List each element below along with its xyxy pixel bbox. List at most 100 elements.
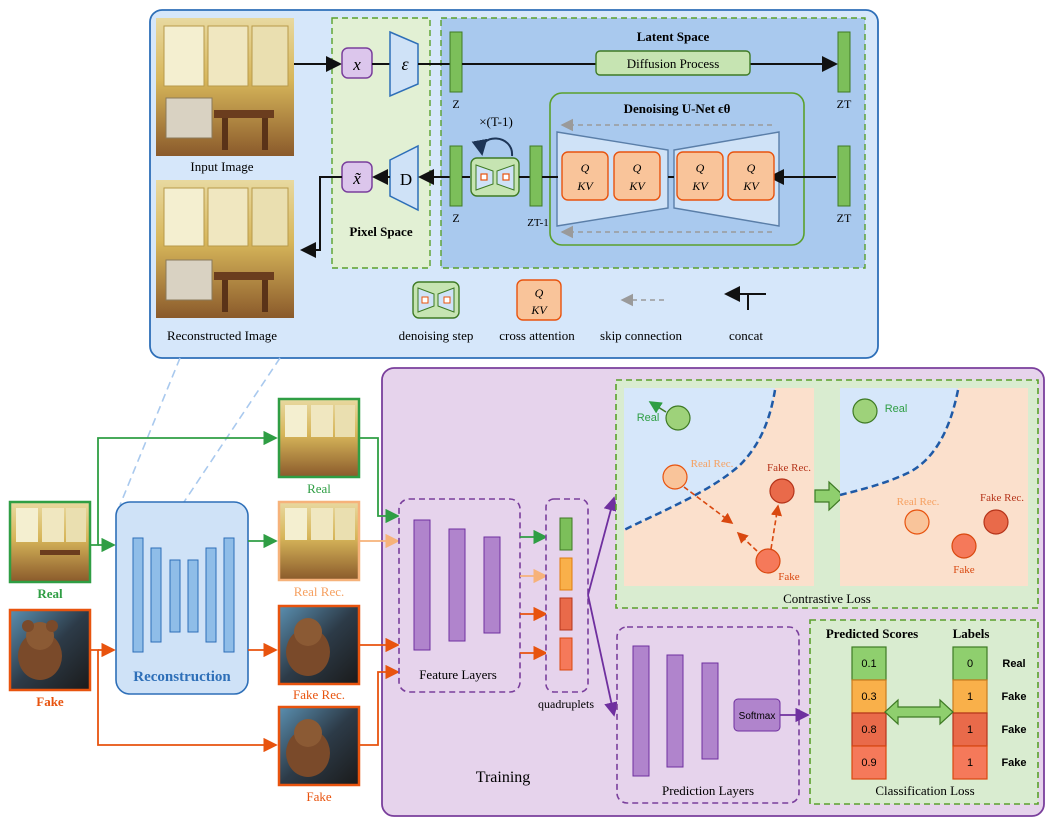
label-name: Fake xyxy=(1001,724,1026,736)
score-cell xyxy=(851,679,887,714)
cl-left-real-arrow xyxy=(648,401,667,414)
cl-right-real-label: Real xyxy=(885,403,908,415)
cl-left-arrow-2 xyxy=(736,531,758,552)
softmax-label: Softmax xyxy=(739,711,776,722)
real-input-label: Real xyxy=(37,586,63,601)
predicted-scores-label: Predicted Scores xyxy=(826,626,918,641)
cl-right-realrec-dot xyxy=(904,509,930,535)
score-value: 0.3 xyxy=(861,691,876,703)
cl-left-fakerec-label: Fake Rec. xyxy=(767,462,811,474)
diffusion-process-label: Diffusion Process xyxy=(627,56,720,71)
label-cell xyxy=(952,745,988,780)
cl-right-fake-label: Fake xyxy=(953,564,975,576)
latent-space-label: Latent Space xyxy=(637,29,710,44)
encoder-symbol: ε xyxy=(401,54,409,74)
denoising-step-icon xyxy=(470,157,520,197)
unet-label: Denoising U-Net ϵθ xyxy=(624,101,731,116)
cl-left-fake-label: Fake xyxy=(778,571,800,583)
zt-top-bar xyxy=(837,31,851,93)
score-value: 0.8 xyxy=(861,724,876,736)
label-value: 1 xyxy=(967,757,973,769)
label-name: Real xyxy=(1002,658,1025,670)
fake-input-label: Fake xyxy=(36,694,64,709)
cl-right-fake-dot xyxy=(951,533,977,559)
score-label-double-arrow xyxy=(884,698,954,726)
label-value: 0 xyxy=(967,658,973,670)
zt-bottom-bar xyxy=(837,145,851,207)
cl-left-real-dot xyxy=(665,405,691,431)
prediction-layers-label: Prediction Layers xyxy=(662,783,754,798)
fake-to-features-arrow xyxy=(359,664,400,746)
zt1-bar xyxy=(529,145,543,207)
cl-left-arrow-3 xyxy=(770,504,782,550)
real-rec-label: Real Rec. xyxy=(294,584,345,599)
qkv-box-4: Q KV xyxy=(727,151,775,201)
real-output-label: Real xyxy=(307,481,331,496)
fake-input-image xyxy=(8,608,92,692)
feature-bar-2 xyxy=(448,528,466,642)
quadruplets-label: quadruplets xyxy=(538,697,594,711)
cl-right-realrec-label: Real Rec. xyxy=(897,496,940,508)
cl-left-realrec-dot xyxy=(662,464,688,490)
quad-realrec xyxy=(559,557,573,591)
z-bottom-bar xyxy=(449,145,463,207)
encoder-trapezoid xyxy=(389,30,419,98)
fake-output-image xyxy=(277,705,361,787)
repeat-label: ×(T-1) xyxy=(479,114,513,129)
score-value: 0.1 xyxy=(861,658,876,670)
cl-left-real-label: Real xyxy=(637,412,660,424)
quad-to-contrastive-arrow xyxy=(587,496,618,596)
svg-text:Q: Q xyxy=(535,286,544,300)
pred-bar-2 xyxy=(666,654,684,768)
recon-bar-3 xyxy=(169,559,181,633)
qkv-box-1: Q KV xyxy=(561,151,609,201)
svg-text:KV: KV xyxy=(530,303,548,317)
z-bottom-label: Z xyxy=(452,211,459,225)
feature-bar-1 xyxy=(413,519,431,651)
recon-bar-1 xyxy=(132,537,144,653)
pixel-space-label: Pixel Space xyxy=(349,224,412,239)
svg-text:Q: Q xyxy=(633,161,642,175)
zt1-label: ZT-1 xyxy=(527,217,549,229)
quad-to-prediction-arrow xyxy=(587,594,619,717)
zt-bottom-label: ZT xyxy=(837,211,852,225)
feature-layers-label: Feature Layers xyxy=(419,667,497,682)
svg-text:KV: KV xyxy=(691,179,709,193)
zoom-line-left xyxy=(119,357,181,506)
recon-bar-6 xyxy=(223,537,235,653)
input-image xyxy=(156,18,294,156)
x-tilde-symbol: x̃ xyxy=(352,169,361,188)
fake-bypass-arrow xyxy=(90,649,278,753)
real-rec-image xyxy=(277,500,361,582)
label-value: 1 xyxy=(967,724,973,736)
svg-text:Q: Q xyxy=(581,161,590,175)
x-symbol: x xyxy=(352,55,361,74)
decoder-symbol: D xyxy=(400,170,412,189)
training-label: Training xyxy=(476,769,531,786)
z-top-label: Z xyxy=(452,97,459,111)
cl-left-fake-dot xyxy=(755,548,781,574)
cl-right-real-dot xyxy=(852,398,878,424)
fake-output-label: Fake xyxy=(306,789,332,804)
fake-rec-image xyxy=(277,604,361,686)
input-image-label: Input Image xyxy=(190,159,253,174)
qkv-box-3: Q KV xyxy=(676,151,724,201)
real-bypass-arrow xyxy=(90,430,278,546)
legend-cross-attention-icon: Q KV xyxy=(516,279,562,321)
cl-left-fakerec-dot xyxy=(769,478,795,504)
svg-text:KV: KV xyxy=(742,179,760,193)
reconstructed-image-label: Reconstructed Image xyxy=(167,328,277,343)
qkv-box-2: Q KV xyxy=(613,151,661,201)
quad-real xyxy=(559,517,573,551)
contrastive-transition-arrow xyxy=(814,480,845,512)
real-input-image xyxy=(8,500,92,584)
pred-bar-3 xyxy=(701,662,719,760)
score-value: 0.9 xyxy=(861,757,876,769)
real-output-image xyxy=(277,397,361,479)
svg-text:KV: KV xyxy=(576,179,594,193)
quad-fake xyxy=(559,637,573,671)
recon-bar-2 xyxy=(150,547,162,643)
label-value: 1 xyxy=(967,691,973,703)
